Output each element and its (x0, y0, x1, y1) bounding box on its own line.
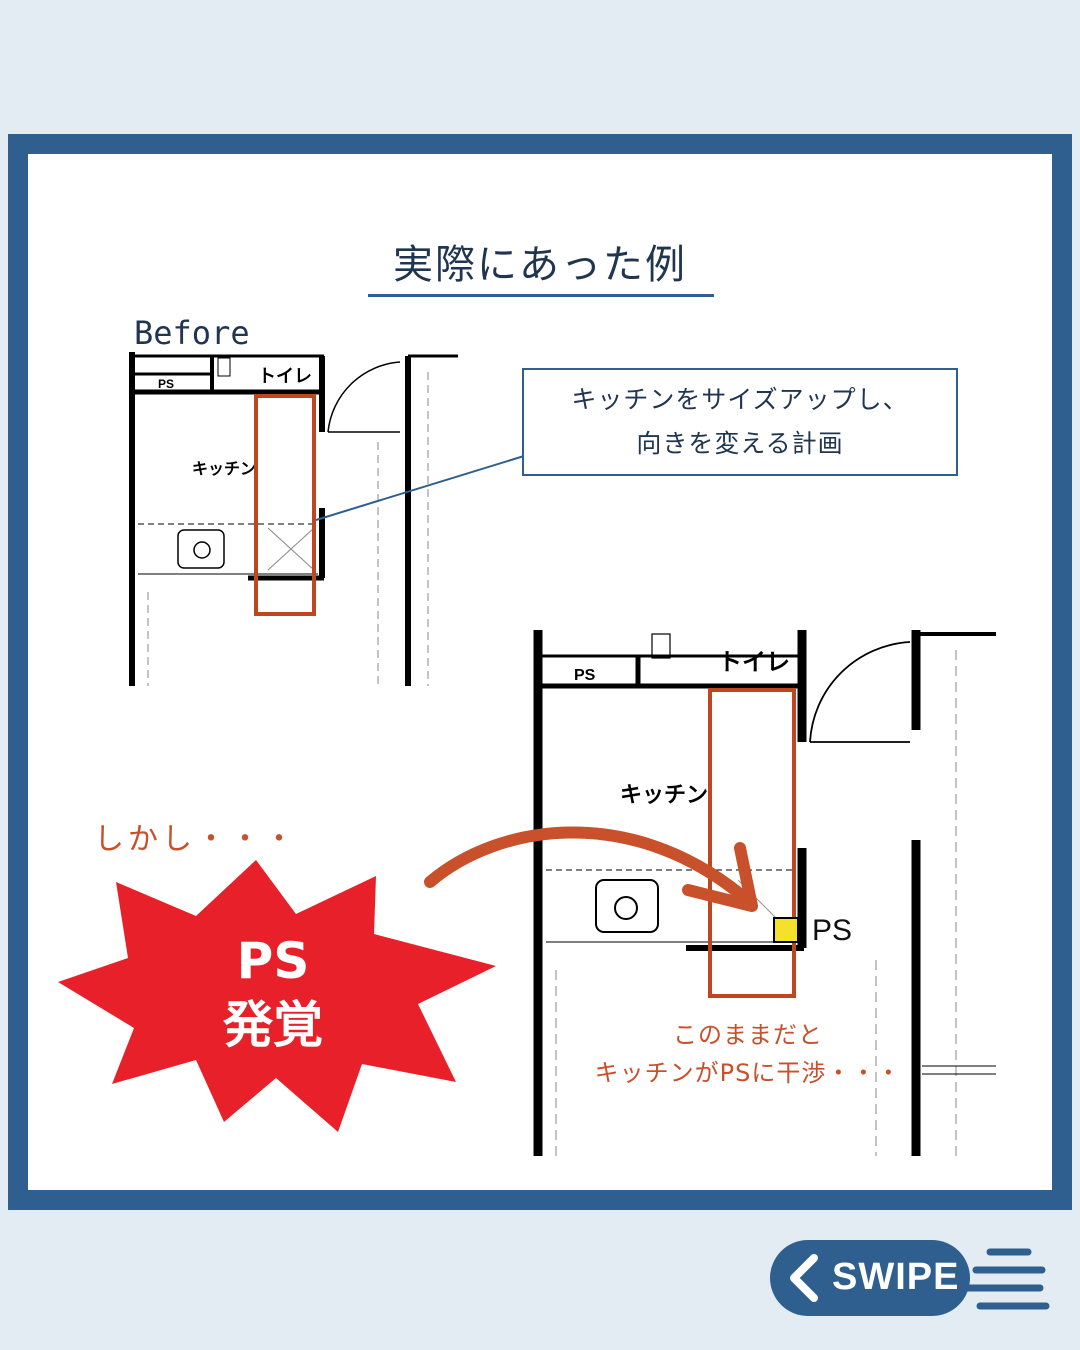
page-title: 実際にあった例 (393, 242, 687, 288)
before-label: Before (134, 314, 250, 352)
curved-arrow (424, 826, 758, 912)
floor-plan-before: PS トイレ キッチン (129, 352, 458, 686)
alert-line-1: PS (236, 932, 310, 990)
note-line-1: このままだと (673, 1021, 823, 1049)
callout-connector (315, 455, 525, 521)
alert-burst (58, 860, 496, 1132)
before-kitchen-highlight (254, 394, 316, 616)
swipe-pill (770, 1240, 970, 1316)
alert-text: PS 発覚 (178, 929, 368, 1057)
content-frame: 実際にあった例 Before (8, 134, 1072, 1210)
title-underline (368, 294, 714, 297)
callout-line-1: キッチンをサイズアップし、 (571, 385, 909, 414)
chevron-left-icon (790, 1254, 818, 1302)
swipe-label: SWIPE (832, 1256, 960, 1298)
after-toilet-label: トイレ (718, 648, 790, 676)
plan-callout: キッチンをサイズアップし、 向きを変える計画 (522, 368, 958, 476)
interference-note: このままだと キッチンがPSに干渉・・・ (568, 1016, 928, 1092)
after-kitchen-highlight (708, 688, 796, 998)
content-panel: 実際にあった例 Before (28, 154, 1052, 1190)
after-ps-room-label: PS (574, 667, 596, 684)
alert-line-2: 発覚 (223, 996, 323, 1054)
ps-marker-label: PS (812, 914, 853, 947)
after-kitchen-label: キッチン (620, 783, 708, 808)
however-text: しかし・・・ (94, 822, 298, 857)
callout-line-2: 向きを変える計画 (636, 429, 844, 458)
before-ps-room-label: PS (158, 377, 174, 391)
before-toilet-label: トイレ (258, 366, 312, 387)
speed-lines-icon (966, 1248, 1050, 1310)
swipe-button[interactable]: SWIPE (770, 1240, 1050, 1316)
ps-marker (773, 917, 799, 943)
floor-plan-after: PS トイレ キッチン (533, 630, 996, 1156)
note-line-2: キッチンがPSに干渉・・・ (594, 1059, 902, 1087)
before-kitchen-label: キッチン (192, 459, 256, 478)
